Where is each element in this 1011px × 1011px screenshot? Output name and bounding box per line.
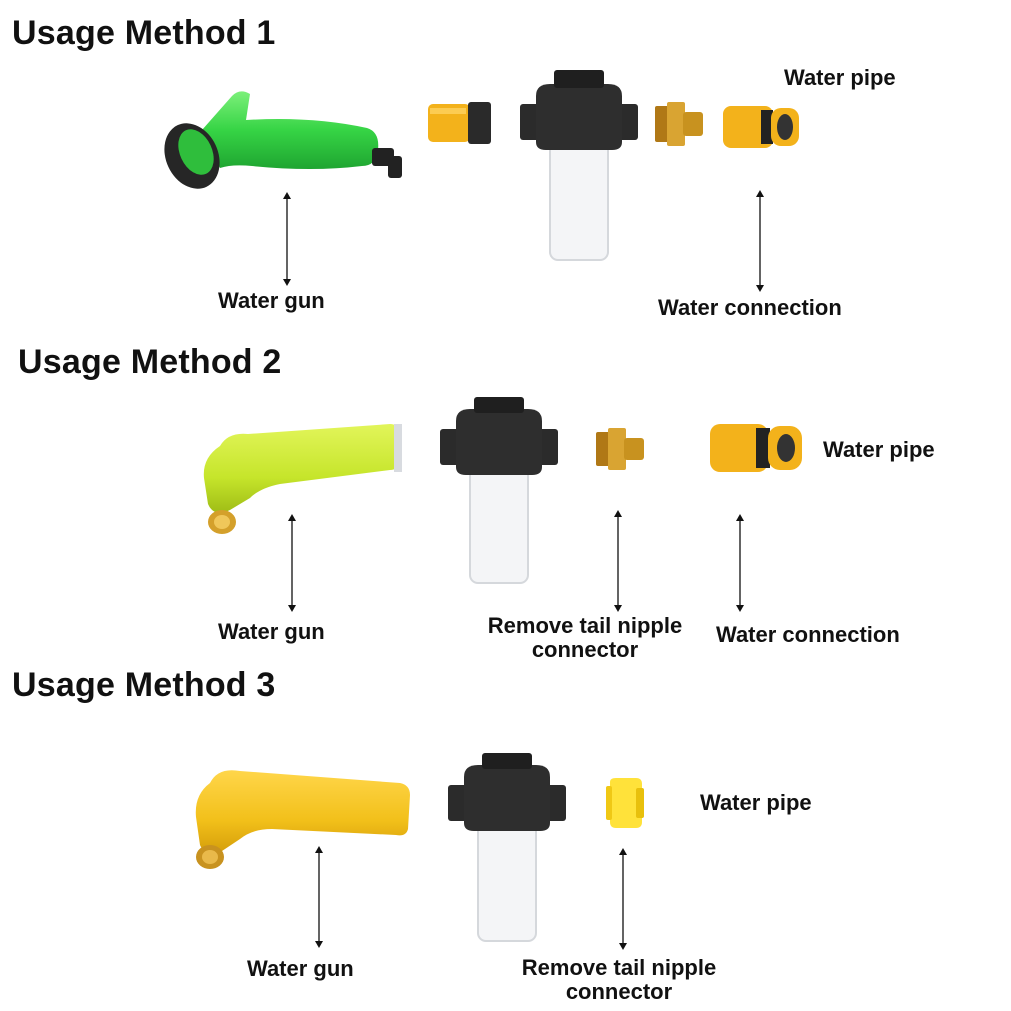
foam-bottle-image	[448, 753, 566, 943]
green-spray-gun-image	[162, 86, 407, 196]
water-pipe-label: Water pipe	[784, 65, 896, 90]
water-gun-arrow	[314, 846, 324, 948]
remove-tail-nipple-label: Remove tail nipple connector	[521, 955, 717, 1004]
brass-nipple-image	[655, 100, 705, 148]
yellow-foam-gun-image	[192, 765, 414, 875]
water-pipe-label: Water pipe	[823, 437, 935, 462]
foam-bottle-image	[440, 397, 558, 585]
remove-tail-nipple-label: Remove tail nipple connector	[487, 613, 683, 662]
water-connection-label: Water connection	[716, 622, 900, 647]
water-gun-arrow	[282, 192, 292, 286]
remove-tail-nipple-arrow	[618, 848, 628, 950]
quick-connector-image	[428, 100, 493, 146]
water-gun-label: Water gun	[218, 288, 325, 313]
water-gun-label: Water gun	[247, 956, 354, 981]
yellow-cap-image	[606, 778, 646, 828]
water-pipe-label: Water pipe	[700, 790, 812, 815]
brass-nipple-image	[596, 426, 646, 472]
water-gun-arrow	[287, 514, 297, 612]
foam-bottle-image	[520, 70, 638, 262]
remove-tail-nipple-arrow	[613, 510, 623, 612]
water-gun-label: Water gun	[218, 619, 325, 644]
method-2-title: Usage Method 2	[18, 343, 282, 381]
method-1-title: Usage Method 1	[12, 14, 276, 52]
water-connection-arrow	[755, 190, 765, 292]
method-3-title: Usage Method 3	[12, 666, 276, 704]
water-connector-image	[710, 422, 804, 474]
lime-foam-gun-image	[200, 418, 405, 538]
water-connector-image	[723, 104, 801, 150]
water-connection-label: Water connection	[658, 295, 842, 320]
water-connection-arrow	[735, 514, 745, 612]
